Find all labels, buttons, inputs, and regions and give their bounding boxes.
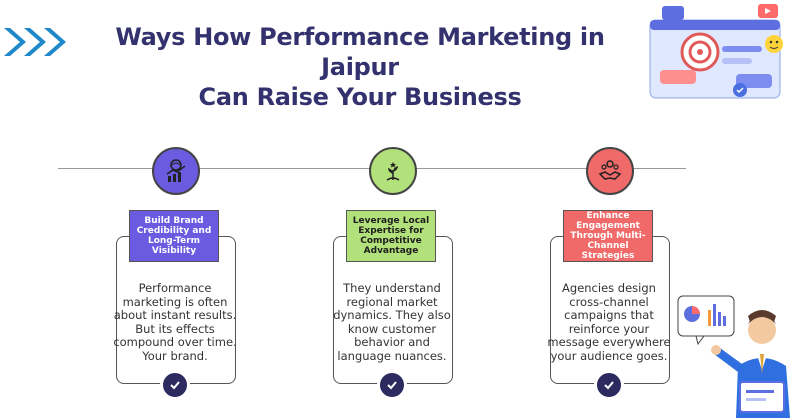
card-3-label: Enhance Engagement Through Multi-Channel…	[563, 210, 653, 262]
card-3-text: Agencies design cross-channel campaigns …	[547, 281, 671, 363]
card-1-label: Build Brand Credibility and Long-Term Vi…	[129, 210, 219, 262]
title-line-1: Ways How Performance Marketing in Jaipur	[115, 23, 605, 81]
card-1-text: Performance marketing is often about ins…	[113, 281, 237, 363]
card-2-text: They understand regional market dynamics…	[333, 281, 451, 363]
growth-chart-icon	[152, 147, 200, 195]
card-2-label: Leverage Local Expertise for Competitive…	[346, 210, 436, 262]
handshake-icon	[586, 147, 634, 195]
presenter-illustration	[677, 295, 790, 418]
growth-plant-icon	[369, 147, 417, 195]
card-3-check-icon	[594, 370, 624, 400]
title-line-2: Can Raise Your Business	[198, 83, 522, 111]
chevron-arrows-icon	[4, 28, 66, 56]
page-title: Ways How Performance Marketing in Jaipur…	[80, 22, 640, 112]
card-2-check-icon	[377, 370, 407, 400]
marketing-dashboard-illustration	[649, 4, 783, 99]
card-1-check-icon	[160, 370, 190, 400]
